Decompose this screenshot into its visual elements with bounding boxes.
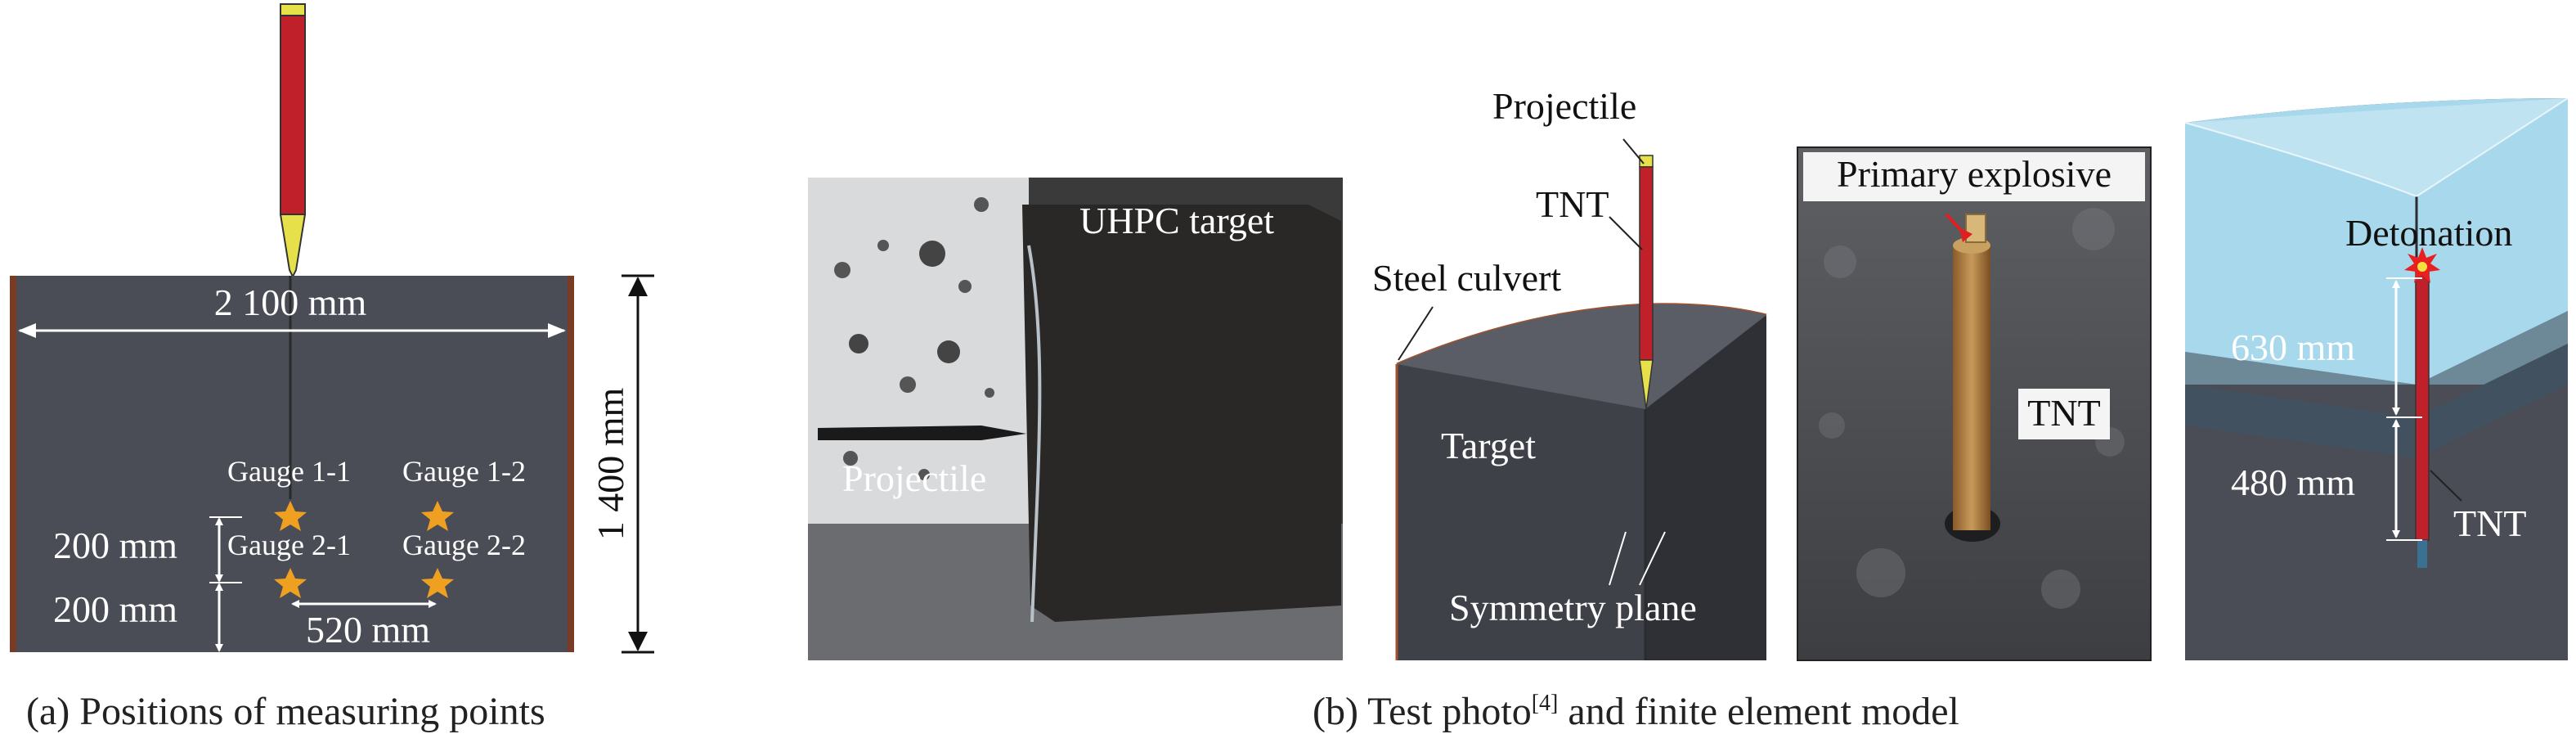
gauge-1-2-label: Gauge 1-2 bbox=[402, 455, 526, 488]
photo-projectile-label: Projectile bbox=[842, 457, 986, 499]
gauge-2-1-star-icon bbox=[274, 568, 307, 598]
gauge-2-2-label: Gauge 2-2 bbox=[402, 529, 526, 561]
gauge-1-1-star-icon bbox=[274, 501, 307, 531]
photo-primary-explosive-label: Primary explosive bbox=[1837, 153, 2112, 195]
tnt-rod bbox=[1953, 245, 1990, 530]
caption-b-ref: [4] bbox=[1531, 691, 1559, 716]
gauge-2-1-label: Gauge 2-1 bbox=[227, 529, 351, 561]
gauge-2-2-star-icon bbox=[421, 568, 454, 598]
fe-steel-culvert-label: Steel culvert bbox=[1372, 257, 1561, 299]
fe-dim-630-label: 630 mm bbox=[2231, 326, 2355, 368]
gauge-1-1-label: Gauge 1-1 bbox=[227, 455, 351, 488]
panel-b-fe-detonation: Detonation 630 mm 480 mm TNT bbox=[2184, 97, 2569, 660]
fe-tnt-rod bbox=[2415, 269, 2430, 541]
fe-target-label: Target bbox=[1441, 425, 1536, 466]
panel-a: 2 100 mm Gauge 1-1 Gauge 1-2 Gauge 2-1 G… bbox=[10, 3, 654, 654]
caption-b-main: (b) Test photo bbox=[1313, 690, 1532, 733]
width-dimension-label: 2 100 mm bbox=[214, 281, 367, 323]
fe-symmetry-plane-label: Symmetry plane bbox=[1449, 587, 1697, 628]
fe-tnt-label-2: TNT bbox=[2453, 502, 2526, 544]
gauge-1-2-star-icon bbox=[421, 501, 454, 531]
fe-tnt-label: TNT bbox=[1536, 183, 1609, 225]
caption-panel-a: (a) Positions of measuring points bbox=[26, 690, 545, 733]
caption-panel-b: (b) Test photo[4] and finite element mod… bbox=[1313, 689, 1959, 734]
height-dimension-label: 1 400 mm bbox=[590, 388, 631, 541]
photo-uhpc-target-label: UHPC target bbox=[1079, 200, 1274, 241]
dim-200-lower-label: 200 mm bbox=[53, 588, 177, 630]
fe-detonation-label: Detonation bbox=[2345, 212, 2512, 254]
panel-b-photo-test: UHPC target Projectile bbox=[808, 178, 1343, 660]
fe-dim-480-label: 480 mm bbox=[2231, 462, 2355, 503]
dim-520-label: 520 mm bbox=[306, 609, 430, 651]
panel-b-fe-model: Projectile TNT Steel culvert Target Symm… bbox=[1372, 85, 1767, 660]
photo-tnt-label: TNT bbox=[2027, 392, 2100, 434]
projectile-icon bbox=[279, 3, 307, 279]
panel-b-photo-tnt: Primary explosive TNT bbox=[1797, 146, 2152, 661]
caption-b-tail: and finite element model bbox=[1558, 690, 1959, 733]
dim-200-upper-label: 200 mm bbox=[53, 525, 177, 566]
fe-projectile-label: Projectile bbox=[1492, 85, 1636, 127]
